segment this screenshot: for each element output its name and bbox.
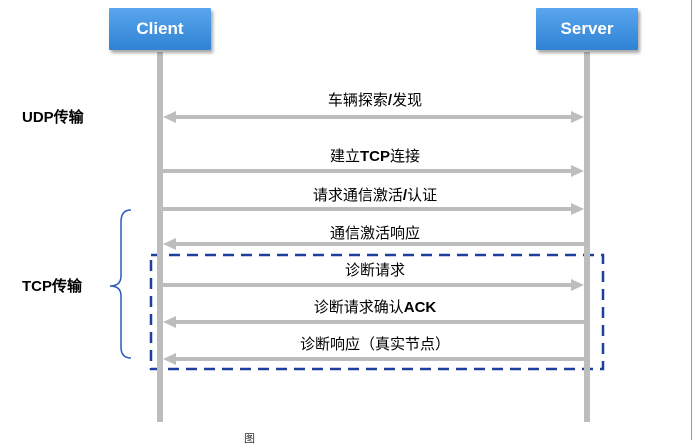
message-arrow bbox=[163, 165, 584, 177]
message-arrow bbox=[163, 316, 584, 328]
figure-caption: 图 bbox=[244, 432, 255, 445]
message-arrow bbox=[163, 111, 584, 123]
server-participant: Server bbox=[536, 8, 638, 50]
diagnostic-highlight-box bbox=[149, 253, 605, 371]
server-lifeline bbox=[584, 52, 590, 422]
message-label: 请求通信激活/认证 bbox=[312, 186, 438, 204]
message-arrow bbox=[163, 279, 584, 291]
message-label: 通信激活响应 bbox=[329, 224, 420, 242]
message-label: 建立TCP连接 bbox=[329, 147, 421, 165]
message-label: 车辆探索/发现 bbox=[327, 91, 423, 109]
message-label: 诊断请求 bbox=[344, 261, 405, 279]
message-arrow bbox=[163, 203, 584, 215]
message-arrow bbox=[163, 353, 584, 365]
message-arrow bbox=[163, 238, 584, 250]
tcp-transport-label: TCP传输 bbox=[22, 278, 83, 295]
client-participant: Client bbox=[109, 8, 211, 50]
page-edge-rule bbox=[691, 0, 692, 440]
message-label: 诊断响应（真实节点） bbox=[299, 335, 450, 353]
client-lifeline bbox=[157, 52, 163, 422]
udp-transport-label: UDP传输 bbox=[22, 109, 84, 126]
message-label: 诊断请求确认ACK bbox=[313, 298, 437, 316]
tcp-group-brace bbox=[109, 209, 132, 359]
